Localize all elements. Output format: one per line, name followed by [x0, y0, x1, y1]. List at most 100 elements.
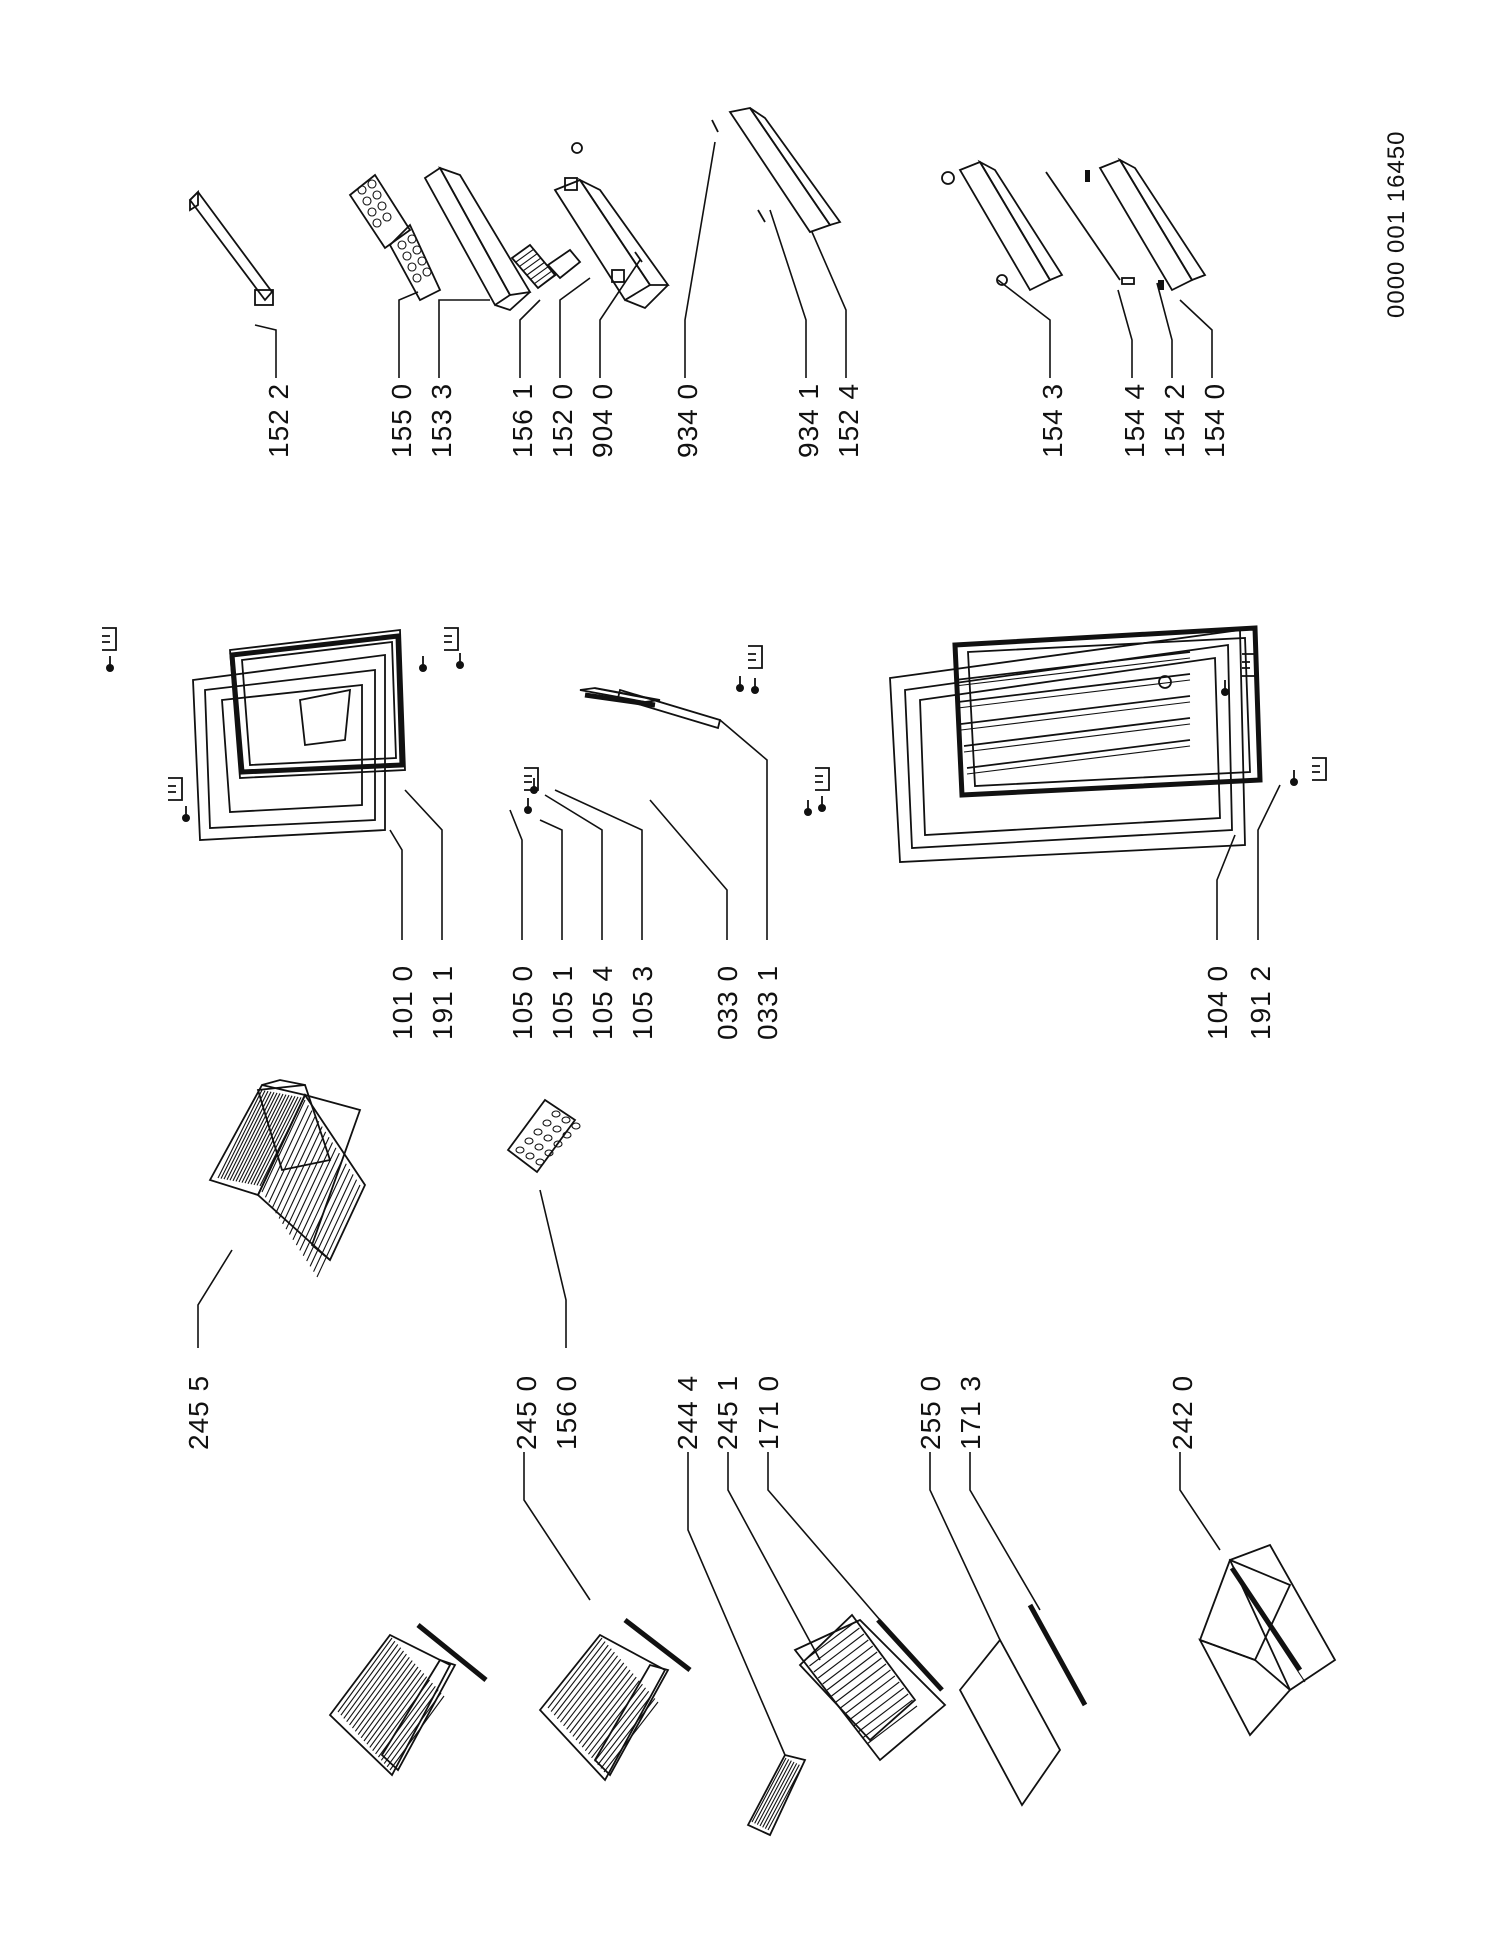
detail-line	[754, 1759, 790, 1824]
detail-line	[966, 745, 1191, 775]
detail-line	[378, 1682, 433, 1758]
part-label-934-1: 934 1	[793, 383, 824, 458]
part-label-154-0: 154 0	[1199, 383, 1230, 458]
detail-line	[247, 1095, 293, 1184]
detail-line	[316, 1184, 361, 1278]
egg-cell	[544, 1149, 554, 1157]
detail-line	[600, 1698, 656, 1769]
detail-line	[523, 257, 542, 272]
leader-242-0	[1179, 1452, 1221, 1551]
part-label-171-0: 171 0	[753, 1375, 784, 1450]
egg-hole	[357, 185, 367, 195]
detail-line	[389, 1695, 445, 1771]
detail-line	[553, 1644, 609, 1716]
detail-line	[220, 1090, 266, 1179]
detail-line	[235, 1093, 281, 1182]
bottle-bin-assembly	[510, 142, 670, 310]
part-number-labels: 245 5 245 0 156 0 244 4 245 1 171 0 255 …	[183, 130, 1410, 1450]
wire-basket	[208, 1079, 367, 1278]
detail-line	[256, 1097, 302, 1186]
detail-line	[313, 1179, 358, 1272]
detail-line	[966, 739, 1191, 769]
detail-line	[960, 695, 1191, 725]
detail-line	[563, 1655, 618, 1727]
egg-hole	[367, 207, 377, 217]
part-label-934-0: 934 0	[672, 383, 703, 458]
detail-line	[826, 1651, 878, 1691]
part-label-171-3: 171 3	[955, 1375, 986, 1450]
detail-line	[292, 1147, 337, 1241]
egg-cell	[552, 1125, 562, 1133]
detail-line	[369, 1673, 425, 1748]
part-label-245-1: 245 1	[712, 1375, 743, 1450]
wire-shelf-middle	[538, 1618, 692, 1782]
leader-191-1	[404, 789, 443, 940]
detail-line	[349, 1650, 404, 1726]
egg-tray	[506, 1098, 581, 1174]
leader-153-3	[438, 299, 490, 378]
detail-line	[515, 248, 535, 263]
detail-line	[244, 1094, 290, 1184]
detail-line	[259, 1097, 305, 1187]
egg-cell	[543, 1134, 553, 1142]
egg-cell	[553, 1140, 563, 1148]
leader-171-0	[767, 1452, 881, 1621]
long-door-strip	[711, 107, 842, 234]
detail-line	[217, 1089, 263, 1179]
egg-cell	[551, 1110, 561, 1118]
detail-line	[813, 1633, 865, 1673]
egg-cell	[515, 1146, 525, 1154]
detail-line	[547, 1637, 603, 1709]
leader-154-2	[1156, 282, 1173, 378]
detail-line	[817, 1639, 869, 1679]
detail-line	[223, 1090, 269, 1180]
detail-line	[309, 1174, 354, 1267]
detail-line	[963, 717, 1191, 747]
leader-105-4	[544, 794, 603, 940]
detail-line	[804, 1621, 856, 1661]
detail-line	[591, 1687, 646, 1759]
egg-cell	[535, 1158, 545, 1166]
egg-cell	[533, 1128, 543, 1136]
leader-191-2	[1257, 784, 1281, 940]
detail-line	[550, 1641, 606, 1712]
egg-hole	[412, 273, 422, 283]
detail-line	[556, 1648, 612, 1720]
detail-line	[375, 1679, 430, 1755]
egg-hole	[407, 262, 417, 272]
part-label-154-2: 154 2	[1159, 383, 1190, 458]
egg-hole	[407, 234, 417, 244]
part-label-156-0: 156 0	[551, 1375, 582, 1450]
detail-line	[530, 265, 549, 280]
leader-245-0	[523, 1452, 591, 1601]
part-label-152-4: 152 4	[833, 383, 864, 458]
detail-line	[751, 1757, 787, 1823]
leader-171-3	[969, 1452, 1041, 1611]
part-label-033-0: 033 0	[712, 965, 743, 1040]
fridge-door-assembly	[889, 625, 1263, 863]
egg-hole	[412, 245, 422, 255]
egg-cell	[571, 1122, 581, 1130]
screw-icon	[736, 676, 744, 692]
part-label-104-0: 104 0	[1202, 965, 1233, 1040]
detail-line	[575, 1669, 631, 1741]
part-label-152-0: 152 0	[547, 383, 578, 458]
detail-line	[534, 270, 553, 285]
leader-101-0	[389, 829, 403, 940]
leader-156-0	[539, 1189, 567, 1348]
screw-icon	[524, 798, 532, 814]
detail-line	[289, 1142, 333, 1235]
detail-line	[299, 1158, 344, 1251]
lower-door-bins	[941, 157, 1207, 292]
detail-line	[560, 1651, 615, 1723]
detail-line	[756, 1760, 792, 1825]
door-shelf-bin	[423, 166, 532, 312]
screw-icon	[1221, 680, 1229, 696]
leader-105-0	[509, 809, 523, 940]
part-label-152-2: 152 2	[263, 383, 294, 458]
leader-934-0	[684, 141, 716, 378]
detail-line	[275, 1121, 320, 1214]
detail-line	[354, 1657, 410, 1732]
door-plug	[1158, 675, 1172, 689]
detail-line	[588, 1683, 643, 1755]
